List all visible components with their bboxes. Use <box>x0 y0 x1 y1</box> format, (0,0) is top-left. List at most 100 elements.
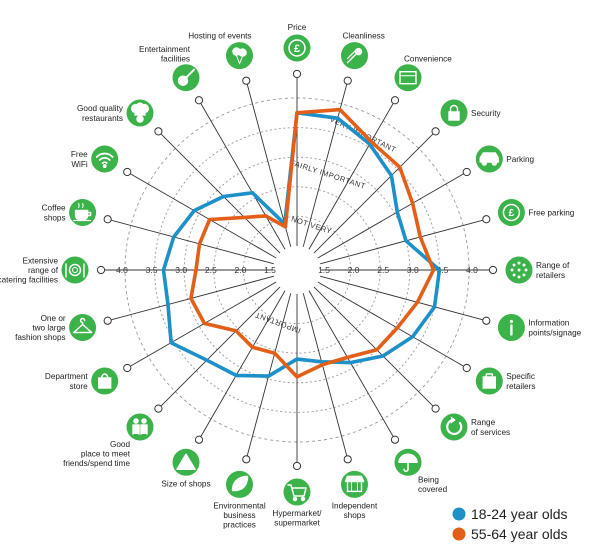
category-label-line: Cleanliness <box>343 32 385 41</box>
coat-hanger-icon <box>69 314 97 341</box>
category-label-line: Department <box>45 372 89 381</box>
band-label: IMPORTANT <box>254 310 302 335</box>
spoke-end-dot <box>103 215 112 224</box>
category-label-line: Hypermarket/ <box>272 509 322 518</box>
tick-label: 2.5 <box>205 265 217 275</box>
category-label: Convenience <box>404 55 452 64</box>
radar-series <box>161 107 442 379</box>
category-label-line: supermarket <box>274 519 320 528</box>
spoke-end-dot <box>462 363 471 373</box>
category-label: Free parking <box>528 209 574 218</box>
category-label-line: catering facilities <box>0 276 58 285</box>
tick-label: 3.5 <box>436 265 448 275</box>
category-label-line: One or <box>41 314 66 323</box>
spoke-line <box>302 293 348 456</box>
category-label-line: friends/spend time <box>63 459 130 468</box>
category-label-line: fashion shops <box>15 333 66 342</box>
tick-label: 3.0 <box>407 265 419 275</box>
category-label-line: Size of shops <box>161 479 210 488</box>
spoke-end-dot <box>292 461 302 471</box>
free-pound-icon: £ <box>497 199 525 226</box>
legend-swatch <box>452 527 466 541</box>
category-label-line: Coffee <box>42 204 66 213</box>
comet-icon <box>341 42 368 70</box>
legend-label: 18-24 year olds <box>471 506 568 522</box>
category-label-line: two large <box>32 324 66 333</box>
category-label-line: Information <box>528 319 569 328</box>
coffee-cup-icon <box>69 199 97 226</box>
category-label-line: WiFi <box>71 160 88 169</box>
balloons-icon <box>226 42 253 70</box>
spoke-end-dot <box>123 363 132 373</box>
category-label-line: restaurants <box>82 114 123 123</box>
circular-arrow-icon <box>440 413 468 441</box>
spoke-end-dot <box>96 265 106 275</box>
svg-text:£: £ <box>509 208 515 219</box>
category-label: Hosting of events <box>188 32 251 41</box>
category-label-line: Price <box>288 23 307 32</box>
spoke-line <box>200 290 286 437</box>
category-label-line: Independent <box>332 501 378 510</box>
radar-spokes <box>96 69 498 471</box>
spoke-end-dot <box>431 404 440 413</box>
spoke-line <box>320 219 483 265</box>
tick-label: 4.0 <box>116 265 128 275</box>
spoke-end-dot <box>482 316 491 325</box>
category-label-line: of services <box>471 428 510 437</box>
category-label-line: Hosting of events <box>188 32 251 41</box>
category-label-line: retailers <box>506 382 535 391</box>
chart-legend: 18-24 year olds 55-64 year olds <box>452 506 568 542</box>
legend-swatch <box>452 507 466 521</box>
category-label: Cleanliness <box>343 32 385 41</box>
category-labels: PriceCleanlinessConvenienceSecurityParki… <box>0 23 582 530</box>
tick-label: 2.0 <box>348 265 360 275</box>
category-label-line: Good <box>110 440 130 449</box>
category-label-line: business <box>223 511 255 520</box>
category-label: Size of shops <box>161 479 210 488</box>
category-label: Security <box>471 109 501 118</box>
category-label: Parking <box>506 155 534 164</box>
spoke-end-dot <box>194 435 204 444</box>
spoke-line <box>308 103 394 250</box>
spoke-end-dot <box>431 127 440 136</box>
spoke-line <box>317 173 464 259</box>
category-label-line: shops <box>44 213 66 222</box>
spoke-end-dot <box>242 76 251 85</box>
tick-label: 1.5 <box>318 265 330 275</box>
category-label-line: Extensive <box>23 256 59 265</box>
spoke-end-dot <box>242 455 251 464</box>
category-label-line: Entertainment <box>139 45 191 54</box>
spoke-end-dot <box>343 455 352 464</box>
category-label-line: Free <box>71 150 88 159</box>
category-label-line: practices <box>223 521 256 530</box>
bag-with-tag-icon <box>475 367 503 395</box>
category-label-line: points/signage <box>528 328 581 337</box>
category-label-line: Range of <box>536 261 570 270</box>
info-icon <box>497 314 525 341</box>
category-label: Hypermarket/supermarket <box>272 509 322 528</box>
category-label-line: range of <box>28 266 59 275</box>
spoke-end-dot <box>390 96 400 105</box>
category-label-line: place to meet <box>81 450 131 459</box>
spoke-end-dot <box>194 96 204 105</box>
spoke-end-dot <box>462 167 471 177</box>
umbrella-icon <box>394 448 422 476</box>
spoke-end-dot <box>482 215 491 224</box>
wifi-icon <box>91 145 119 173</box>
legend-label: 55-64 year olds <box>471 526 568 542</box>
spoke-end-dot <box>123 167 132 177</box>
category-label-line: store <box>69 382 88 391</box>
category-label-line: Specific <box>506 372 535 381</box>
category-label-line: Good quality <box>77 104 124 113</box>
spoke-end-dot <box>390 435 400 444</box>
